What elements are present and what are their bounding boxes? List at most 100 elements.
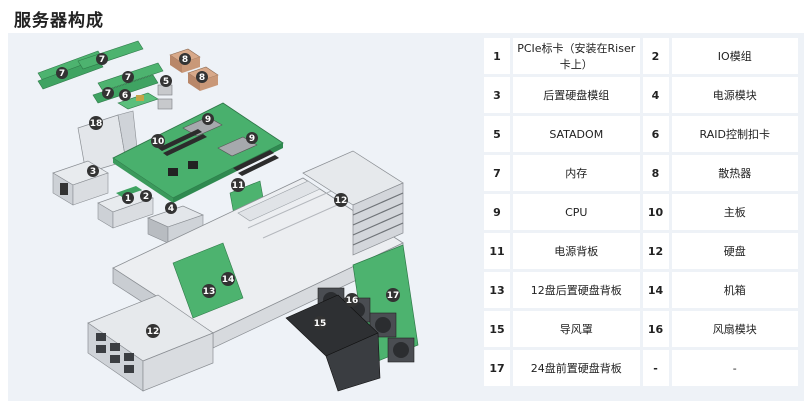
rear-drive-cage (302, 150, 404, 256)
component-name: 24盘前置硬盘背板 (510, 347, 643, 389)
callouts: 7 7 7 7 8 8 5 6 18 9 9 10 3 1 2 11 4 12 … (56, 53, 400, 338)
component-name: 电源背板 (510, 230, 643, 272)
callout-10: 10 (151, 134, 165, 148)
svg-text:7: 7 (99, 55, 105, 65)
component-name: 后置硬盘模组 (510, 74, 643, 116)
callout-2: 2 (140, 190, 152, 202)
svg-text:12: 12 (147, 327, 160, 337)
svg-text:14: 14 (222, 275, 235, 285)
svg-text:6: 6 (122, 91, 128, 101)
callout-5: 5 (160, 75, 172, 87)
component-name: 硬盘 (668, 230, 801, 272)
air-duct (285, 294, 381, 392)
svg-text:12: 12 (335, 196, 348, 206)
component-name: SATADOM (510, 113, 643, 155)
component-name: 主板 (668, 191, 801, 233)
svg-text:16: 16 (346, 296, 359, 306)
component-number: 8 (639, 152, 672, 194)
component-name: 风扇模块 (668, 308, 801, 350)
svg-text:9: 9 (205, 115, 211, 125)
component-name: CPU (510, 191, 643, 233)
svg-text:8: 8 (199, 73, 205, 83)
component-name: 12盘后置硬盘背板 (510, 269, 643, 311)
server-exploded-diagram: 7 7 7 7 8 8 5 6 18 9 9 10 3 1 2 11 4 12 … (37, 40, 419, 392)
component-name: - (668, 347, 801, 389)
svg-text:7: 7 (105, 89, 111, 99)
svg-text:13: 13 (203, 287, 216, 297)
callout-14: 14 (221, 272, 235, 286)
callout-8: 8 (179, 53, 191, 65)
component-name: 导风罩 (510, 308, 643, 350)
svg-text:18: 18 (90, 119, 103, 129)
svg-text:9: 9 (249, 134, 255, 144)
callout-6: 6 (119, 89, 131, 101)
component-name: 电源模块 (668, 74, 801, 116)
svg-text:1: 1 (125, 194, 131, 204)
component-name: 机箱 (668, 269, 801, 311)
svg-text:11: 11 (232, 181, 245, 191)
component-name: 内存 (510, 152, 643, 194)
component-number: 9 (481, 191, 513, 233)
callout-7: 7 (56, 67, 68, 79)
heatsinks (169, 48, 219, 91)
component-number: 14 (639, 269, 672, 311)
component-number: 4 (639, 74, 672, 116)
callout-18: 18 (89, 116, 103, 130)
page-title: 服务器构成 (14, 11, 104, 31)
callout-9: 9 (246, 132, 258, 144)
component-number: 13 (481, 269, 513, 311)
svg-text:3: 3 (90, 167, 96, 177)
component-number: 10 (639, 191, 672, 233)
callout-7: 7 (96, 53, 108, 65)
callout-16: 16 (345, 293, 359, 307)
component-number: 11 (481, 230, 513, 272)
svg-text:10: 10 (152, 137, 165, 147)
component-number: 17 (481, 347, 513, 389)
component-number: 3 (481, 74, 513, 116)
component-name: RAID控制扣卡 (668, 113, 801, 155)
power-supply (147, 205, 204, 244)
callout-9: 9 (202, 113, 214, 125)
callout-7: 7 (122, 71, 134, 83)
callout-4: 4 (165, 202, 177, 214)
component-name: 散热器 (668, 152, 801, 194)
callout-17: 17 (386, 288, 400, 302)
component-number: 6 (639, 113, 672, 155)
component-number: 1 (481, 35, 513, 77)
callout-11: 11 (231, 178, 245, 192)
svg-text:17: 17 (387, 291, 400, 301)
component-number: 12 (639, 230, 672, 272)
svg-text:4: 4 (168, 204, 174, 214)
front-drive-cage (87, 294, 214, 392)
svg-text:5: 5 (163, 77, 169, 87)
raid-card (117, 92, 159, 110)
component-number: 5 (481, 113, 513, 155)
callout-15: 15 (313, 316, 327, 330)
mainboard (112, 102, 284, 203)
callout-1: 1 (122, 192, 134, 204)
component-name: PCIe标卡（安装在Riser卡上） (510, 35, 643, 77)
component-number: 15 (481, 308, 513, 350)
callout-12: 12 (146, 324, 160, 338)
rear-backplane (172, 242, 244, 319)
svg-text:7: 7 (59, 69, 65, 79)
component-number: 16 (639, 308, 672, 350)
component-name: IO模组 (668, 35, 801, 77)
svg-text:15: 15 (314, 319, 327, 329)
callout-13: 13 (202, 284, 216, 298)
callout-3: 3 (87, 165, 99, 177)
svg-text:2: 2 (143, 192, 149, 202)
component-number: 7 (481, 152, 513, 194)
satadom (157, 84, 173, 110)
callout-8: 8 (196, 71, 208, 83)
svg-text:8: 8 (182, 55, 188, 65)
component-number: 2 (639, 35, 672, 77)
